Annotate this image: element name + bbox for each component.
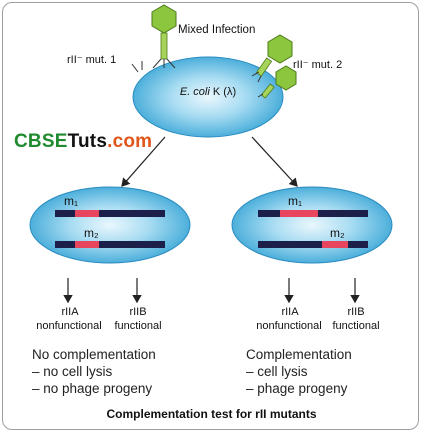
watermark-part3: .com bbox=[107, 131, 153, 152]
phage-left-icon bbox=[151, 4, 177, 69]
phage-right-bottom-icon bbox=[257, 65, 297, 99]
diagram-frame bbox=[2, 2, 419, 430]
right-cell bbox=[231, 186, 393, 264]
right-result-line-1: – cell lysis bbox=[246, 364, 308, 379]
left-m2-label: m₂ bbox=[84, 226, 99, 240]
host-label: E. coli K (λ) bbox=[138, 86, 278, 98]
left-cell bbox=[29, 186, 191, 264]
arrow-to-right-cell bbox=[251, 136, 298, 187]
left-mutation-2 bbox=[75, 241, 99, 248]
right-mutation-2 bbox=[322, 241, 348, 248]
left-riia-name: rIIA bbox=[61, 306, 79, 318]
right-m2-label: m₂ bbox=[330, 226, 345, 240]
left-riib-status: functional bbox=[114, 320, 162, 332]
watermark: CBSETuts.com bbox=[14, 131, 152, 153]
left-result-line-2: – no phage progeny bbox=[32, 381, 153, 396]
arrow-to-left-cell bbox=[121, 136, 166, 187]
right-result-line-2: – phage progeny bbox=[246, 381, 348, 396]
left-result-title: No complementation bbox=[32, 347, 156, 362]
right-chromosome-2 bbox=[258, 241, 368, 248]
left-result-line-1: – no cell lysis bbox=[32, 364, 113, 379]
right-result: Complementation – cell lysis – phage pro… bbox=[246, 346, 352, 397]
left-riia-status: nonfunctional bbox=[36, 320, 102, 332]
right-mutation-1 bbox=[280, 210, 318, 217]
phage-right-top-icon bbox=[251, 34, 293, 83]
phage-fiber-left bbox=[131, 61, 143, 73]
right-riia-status: nonfunctional bbox=[256, 320, 322, 332]
left-chromosome-1 bbox=[55, 210, 165, 217]
left-mutation-1 bbox=[75, 210, 99, 217]
host-strain: K (λ) bbox=[212, 86, 237, 98]
mutant-1-label: rII⁻ mut. 1 bbox=[67, 54, 117, 66]
right-riib-status: functional bbox=[332, 320, 380, 332]
figure-caption: Complementation test for rII mutants bbox=[106, 407, 317, 421]
host-species: E. coli bbox=[179, 86, 210, 98]
right-riia-name: rIIA bbox=[281, 306, 299, 318]
watermark-part2: Tuts bbox=[67, 131, 108, 152]
right-riib-name: rIIB bbox=[347, 306, 365, 318]
left-result: No complementation – no cell lysis – no … bbox=[32, 346, 156, 397]
right-result-title: Complementation bbox=[246, 347, 352, 362]
left-chromosome-2 bbox=[55, 241, 165, 248]
mixed-infection-label: Mixed Infection bbox=[178, 24, 256, 36]
right-m1-label: m₁ bbox=[288, 194, 303, 208]
left-riib-name: rIIB bbox=[129, 306, 147, 318]
host-cell-top bbox=[132, 56, 284, 138]
watermark-part1: CBSE bbox=[14, 131, 68, 152]
mutant-2-label: rII⁻ mut. 2 bbox=[293, 59, 343, 71]
left-m1-label: m₁ bbox=[64, 194, 79, 208]
